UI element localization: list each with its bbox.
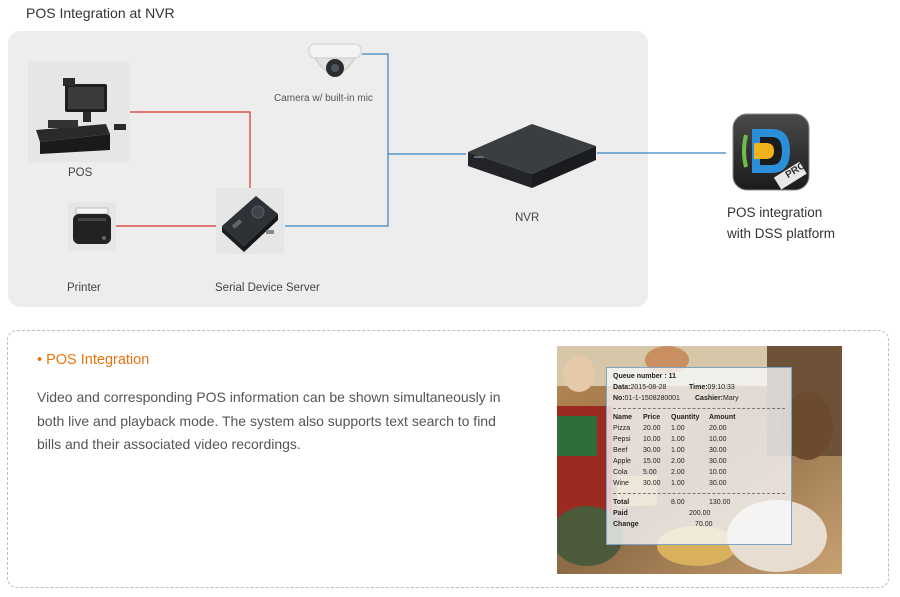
info-body: Video and corresponding POS information … <box>37 389 501 452</box>
item-quantity: 2.00 <box>671 469 685 476</box>
receipt-item-row: Apple 15.00 2.00 30.00 <box>613 456 785 467</box>
receipt-queue: Queue number : 11 <box>613 373 677 380</box>
serial-server-icon <box>216 188 284 254</box>
receipt-paid-label: Paid <box>613 510 628 517</box>
receipt-total-amount: 130.00 <box>709 499 731 506</box>
item-name: Apple <box>613 458 631 465</box>
receipt-item-row: Pepsi 10.00 1.00 10.00 <box>613 434 785 445</box>
item-amount: 30.00 <box>709 480 727 487</box>
nvr-label: NVR <box>515 212 540 224</box>
receipt-no: 01-1-1508280001 <box>624 395 680 402</box>
printer-icon <box>68 202 116 250</box>
receipt-item-row: Pizza 20.00 1.00 20.00 <box>613 423 785 434</box>
camera-icon <box>306 38 364 88</box>
camera-nvr-line <box>362 53 389 154</box>
item-price: 5.00 <box>643 469 657 476</box>
receipt-no-label: No: <box>613 395 625 402</box>
pos-icon <box>28 62 130 162</box>
dss-caption-line2: with DSS platform <box>727 226 836 241</box>
receipt-header-price: Price <box>643 414 661 421</box>
item-name: Wine <box>613 480 629 487</box>
bullet: • <box>37 352 43 368</box>
receipt-divider <box>613 408 785 409</box>
dss-caption-line1: POS integration <box>727 205 823 220</box>
page-title: POS Integration at NVR <box>26 5 175 21</box>
item-price: 15.00 <box>643 458 661 465</box>
receipt-cashier: Mary <box>723 395 739 402</box>
printer-label: Printer <box>67 282 101 294</box>
receipt-divider <box>613 493 785 494</box>
item-amount: 20.00 <box>709 425 727 432</box>
receipt-total-label: Total <box>613 499 630 506</box>
info-heading: • POS Integration <box>37 352 149 368</box>
receipt-header-row: Name Price Quantity Amount <box>613 412 785 423</box>
receipt-total-qty: 8.00 <box>671 499 685 506</box>
item-quantity: 1.00 <box>671 447 685 454</box>
dss-caption: POS integration with DSS platform <box>727 202 835 244</box>
serial-nvr-line <box>285 153 466 227</box>
dss-pro-icon: PRO <box>732 113 810 191</box>
item-name: Beef <box>613 447 628 454</box>
pos-receipt-overlay: Queue number : 11 Data:2015-08-28 Time:0… <box>606 367 792 545</box>
camera-label: Camera w/ built-in mic <box>274 93 373 104</box>
item-price: 30.00 <box>643 447 661 454</box>
item-name: Cola <box>613 469 628 476</box>
item-amount: 30.00 <box>709 458 727 465</box>
info-heading-text: POS Integration <box>46 352 150 368</box>
receipt-change-label: Change <box>613 521 639 528</box>
pos-serial-line <box>105 111 251 188</box>
receipt-header-amount: Amount <box>709 414 736 421</box>
item-amount: 30.00 <box>709 447 727 454</box>
receipt-cashier-label: Cashier: <box>695 395 724 402</box>
item-quantity: 1.00 <box>671 436 685 443</box>
receipt-item-row: Cola 5.00 2.00 10.00 <box>613 467 785 478</box>
receipt-change: 70.00 <box>695 521 713 528</box>
item-price: 10.00 <box>643 436 661 443</box>
receipt-time-label: Time: <box>689 384 708 391</box>
receipt-date-label: Data: <box>613 384 631 391</box>
receipt-item-row: Beef 30.00 1.00 30.00 <box>613 445 785 456</box>
nvr-icon <box>466 122 598 192</box>
receipt-date: 2015-08-28 <box>630 384 667 391</box>
item-quantity: 1.00 <box>671 425 685 432</box>
item-name: Pepsi <box>613 436 631 443</box>
receipt-time: 09:10:33 <box>707 384 735 391</box>
info-box <box>7 330 889 588</box>
receipt-item-row: Wine 30.00 1.00 30.00 <box>613 478 785 489</box>
item-price: 20.00 <box>643 425 661 432</box>
item-price: 30.00 <box>643 480 661 487</box>
receipt-paid: 200.00 <box>689 510 711 517</box>
item-amount: 10.00 <box>709 436 727 443</box>
pos-label: POS <box>68 167 93 179</box>
item-quantity: 2.00 <box>671 458 685 465</box>
receipt-header-quantity: Quantity <box>671 414 700 421</box>
receipt-header-name: Name <box>613 414 633 421</box>
item-amount: 10.00 <box>709 469 727 476</box>
item-quantity: 1.00 <box>671 480 685 487</box>
item-name: Pizza <box>613 425 631 432</box>
serial-server-label: Serial Device Server <box>215 282 320 294</box>
